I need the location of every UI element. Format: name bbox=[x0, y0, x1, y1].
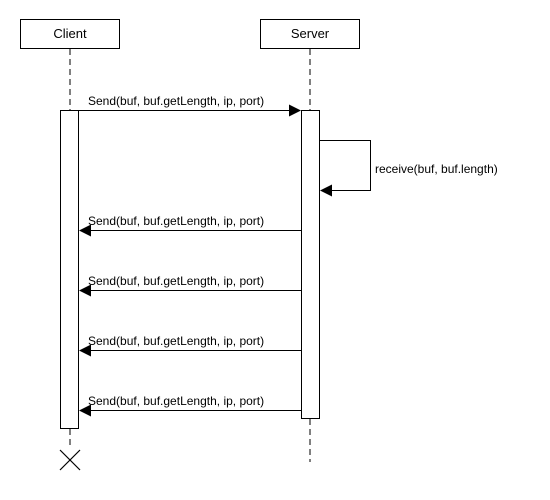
participant-client-box bbox=[20, 19, 120, 49]
participant-client: Client bbox=[20, 19, 120, 49]
message-6: Send(buf, buf.getLength, ip, port) bbox=[79, 394, 301, 417]
message-3-label: Send(buf, buf.getLength, ip, port) bbox=[88, 214, 264, 228]
participant-client-label: Client bbox=[53, 26, 87, 41]
message-4: Send(buf, buf.getLength, ip, port) bbox=[79, 274, 301, 297]
message-5-arrowhead bbox=[79, 344, 91, 357]
message-4-label: Send(buf, buf.getLength, ip, port) bbox=[88, 274, 264, 288]
participant-server-box bbox=[260, 19, 360, 49]
message-1: Send(buf, buf.getLength, ip, port) bbox=[79, 94, 301, 117]
message-1-arrowhead bbox=[289, 104, 301, 117]
message-5: Send(buf, buf.getLength, ip, port) bbox=[79, 334, 301, 357]
client-destroy-icon bbox=[59, 449, 81, 471]
message-6-arrowhead bbox=[79, 404, 91, 417]
message-2-arrowhead bbox=[320, 184, 332, 197]
message-5-label: Send(buf, buf.getLength, ip, port) bbox=[88, 334, 264, 348]
server-activation-bar bbox=[301, 110, 320, 419]
message-2-line bbox=[320, 140, 371, 191]
message-6-label: Send(buf, buf.getLength, ip, port) bbox=[88, 394, 264, 408]
message-1-label: Send(buf, buf.getLength, ip, port) bbox=[88, 94, 264, 108]
message-2: receive(buf, buf.length) bbox=[320, 140, 498, 197]
participant-server-label: Server bbox=[291, 26, 330, 41]
message-4-arrowhead bbox=[79, 284, 91, 297]
message-2-label: receive(buf, buf.length) bbox=[375, 162, 498, 176]
message-3: Send(buf, buf.getLength, ip, port) bbox=[79, 214, 301, 237]
message-3-arrowhead bbox=[79, 224, 91, 237]
client-activation-bar bbox=[60, 110, 79, 429]
participant-server: Server bbox=[260, 19, 360, 49]
